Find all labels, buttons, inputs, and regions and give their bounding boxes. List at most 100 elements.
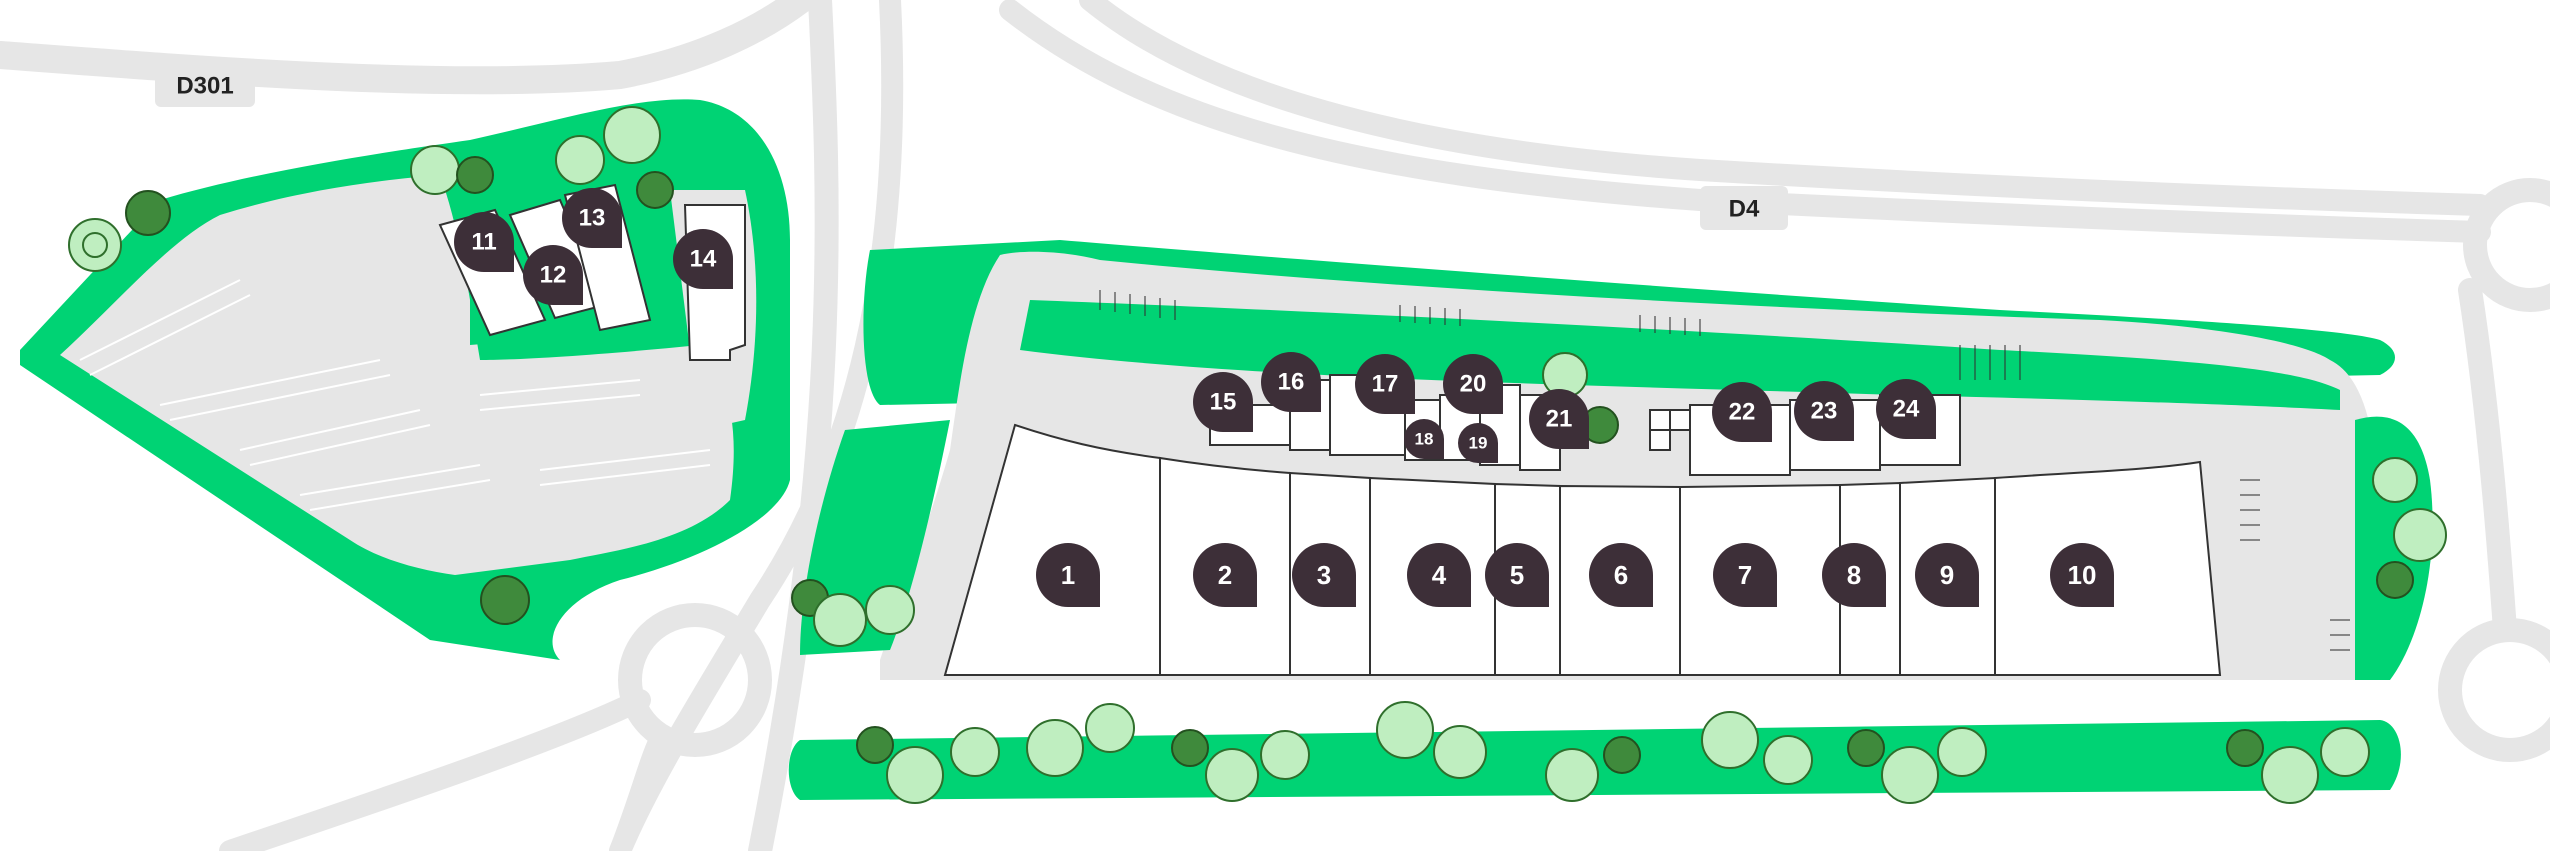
roundabout-left (618, 603, 772, 757)
road-d4-lower (1079, 0, 2491, 216)
tree (2320, 727, 2370, 777)
tree (636, 171, 674, 209)
lot-pin-8[interactable]: 8 (1822, 543, 1886, 607)
road-lower-left (609, 729, 671, 851)
road-label-d4-plate: D4 (1700, 186, 1788, 230)
lot-pin-label: 2 (1218, 560, 1232, 590)
tree (555, 135, 605, 185)
tree (1026, 719, 1084, 777)
lot-pin-label: 9 (1940, 560, 1954, 590)
tree (1701, 711, 1759, 769)
road-label-d4: D4 (1729, 196, 1760, 223)
east-site (788, 240, 2433, 800)
lot-pin-label: 11 (471, 229, 496, 256)
tree (1171, 729, 1209, 767)
lot-pin-label: 3 (1317, 560, 1331, 590)
lot-pin-22[interactable]: 22 (1712, 382, 1772, 442)
tree (950, 727, 1000, 777)
lot-pin-20[interactable]: 20 (1443, 354, 1503, 414)
lot-pin-3[interactable]: 3 (1292, 543, 1356, 607)
tree (1376, 701, 1434, 759)
lot-pin-label: 13 (579, 205, 606, 232)
tree (813, 593, 867, 647)
west-site (20, 99, 790, 661)
lot-pin-23[interactable]: 23 (1794, 381, 1854, 441)
tree (603, 106, 661, 164)
lot-pin-4[interactable]: 4 (1407, 543, 1471, 607)
building-small-c (1669, 409, 1691, 431)
lot-pin-21[interactable]: 21 (1529, 389, 1589, 449)
lot-pin-15[interactable]: 15 (1193, 372, 1253, 432)
lot-pin-6[interactable]: 6 (1589, 543, 1653, 607)
road-d301 (0, 0, 814, 95)
tree (1847, 729, 1885, 767)
lot-pin-7[interactable]: 7 (1713, 543, 1777, 607)
tree (1603, 736, 1641, 774)
roundabout-right (2438, 618, 2550, 762)
road-vertical-mid (609, 0, 904, 851)
road-bottom-left (219, 689, 651, 851)
lot-pin-18[interactable]: 18 (1404, 419, 1444, 459)
lot-pin-1[interactable]: 1 (1036, 543, 1100, 607)
lot-pin-label: 16 (1278, 369, 1305, 396)
lot-pin-12[interactable]: 12 (523, 245, 583, 305)
lot-pin-11[interactable]: 11 (454, 212, 514, 272)
tree (865, 585, 915, 635)
lot-pin-24[interactable]: 24 (1876, 379, 1936, 439)
tree (2393, 508, 2447, 562)
lot-pin-label: 20 (1460, 371, 1487, 398)
tree (1763, 735, 1813, 785)
tree (1881, 746, 1939, 804)
lot-pin-label: 1 (1061, 560, 1075, 590)
lot-pin-10[interactable]: 10 (2050, 543, 2114, 607)
lot-pin-5[interactable]: 5 (1485, 543, 1549, 607)
lot-pin-2[interactable]: 2 (1193, 543, 1257, 607)
lot-pin-17[interactable]: 17 (1355, 354, 1415, 414)
tree (410, 145, 460, 195)
tree (456, 156, 494, 194)
tree (2261, 746, 2319, 804)
lot-pin-19[interactable]: 19 (1458, 423, 1498, 463)
lot-pin-label: 6 (1614, 560, 1628, 590)
road-label-d301: D301 (176, 73, 233, 100)
tree (1260, 730, 1310, 780)
lot-pin-label: 18 (1415, 430, 1434, 449)
tree (886, 746, 944, 804)
building-small-a (1649, 409, 1671, 431)
east-parking-stripes (1099, 290, 2350, 651)
tree (1937, 727, 1987, 777)
west-parking-stripes (79, 279, 711, 511)
tree (2376, 561, 2414, 599)
tree (480, 575, 530, 625)
tree (2372, 457, 2418, 503)
lot-pin-label: 19 (1469, 434, 1488, 453)
lot-pin-16[interactable]: 16 (1261, 352, 1321, 412)
tree (2226, 729, 2264, 767)
east-central-green (1020, 300, 2340, 410)
lot-pin-14[interactable]: 14 (673, 229, 733, 289)
road-label-d301-plate: D301 (155, 63, 255, 107)
tree (1085, 703, 1135, 753)
lot-pin-label: 10 (2068, 560, 2097, 590)
lot-pin-label: 15 (1210, 389, 1237, 416)
lot-pin-9[interactable]: 9 (1915, 543, 1979, 607)
tree (856, 726, 894, 764)
road-vertical-left (748, 0, 839, 851)
tree (1205, 748, 1259, 802)
lot-pin-label: 7 (1738, 560, 1752, 590)
west-parking-lot (60, 175, 734, 575)
lot-pin-label: 5 (1510, 560, 1524, 590)
building-small-b (1649, 429, 1671, 451)
tree (68, 218, 122, 272)
lot-pin-label: 8 (1847, 560, 1861, 590)
lot-pin-13[interactable]: 13 (562, 188, 622, 248)
lot-pin-label: 4 (1432, 560, 1447, 590)
lot-pin-label: 22 (1729, 399, 1756, 426)
trees (68, 106, 2447, 804)
tree (1545, 748, 1599, 802)
lot-pin-label: 12 (540, 262, 567, 289)
road-right-vertical (2458, 278, 2517, 642)
tree (125, 190, 171, 236)
